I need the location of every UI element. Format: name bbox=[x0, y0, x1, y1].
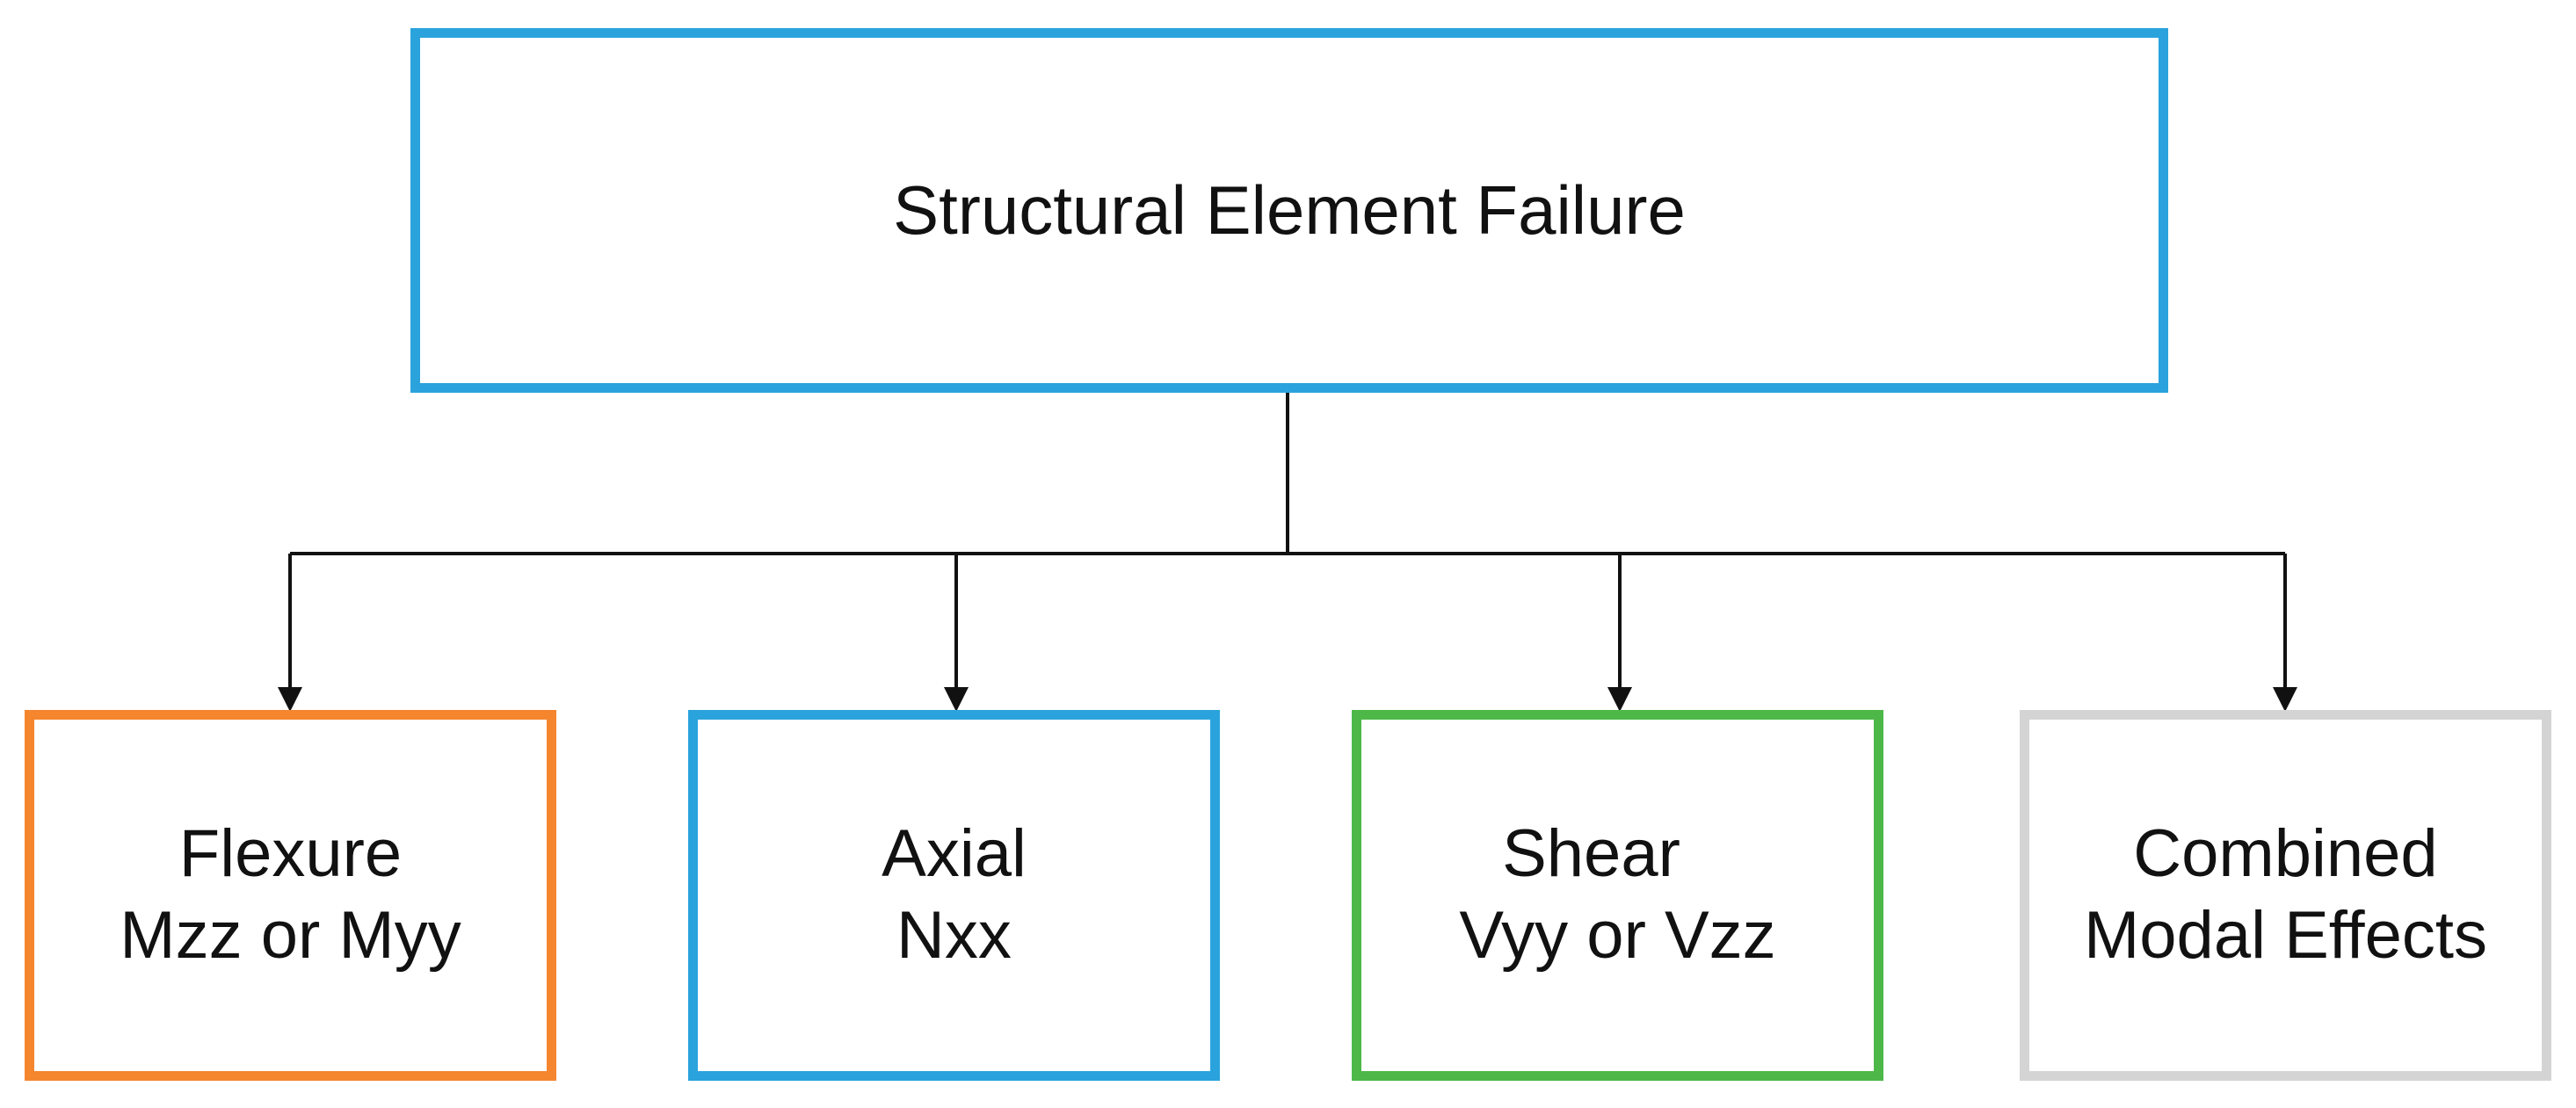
arrowhead-combined bbox=[2273, 687, 2297, 712]
arrowhead-shear bbox=[1607, 687, 1632, 712]
child-node-shear: Shear Vyy or Vzz bbox=[1352, 710, 1883, 1081]
arrowhead-flexure bbox=[278, 687, 302, 712]
root-node-structural-element-failure: Structural Element Failure bbox=[410, 28, 2168, 393]
child-node-combined-subtitle: Modal Effects bbox=[2083, 898, 2488, 973]
root-node-label: Structural Element Failure bbox=[893, 170, 1686, 249]
child-node-flexure-title: Flexure bbox=[178, 816, 403, 892]
child-node-axial: Axial Nxx bbox=[688, 710, 1220, 1081]
child-node-flexure: Flexure Mzz or Myy bbox=[25, 710, 556, 1081]
child-node-combined-title: Combined bbox=[2133, 816, 2438, 892]
child-node-combined: Combined Modal Effects bbox=[2020, 710, 2551, 1081]
child-node-shear-title: Shear bbox=[1502, 816, 1680, 892]
drop-arrows bbox=[278, 554, 2297, 712]
child-node-axial-title: Axial bbox=[882, 816, 1027, 892]
child-node-axial-subtitle: Nxx bbox=[896, 898, 1012, 973]
child-node-shear-subtitle: Vyy or Vzz bbox=[1459, 898, 1776, 973]
child-node-flexure-subtitle: Mzz or Myy bbox=[120, 898, 461, 973]
arrowhead-axial bbox=[944, 687, 969, 712]
